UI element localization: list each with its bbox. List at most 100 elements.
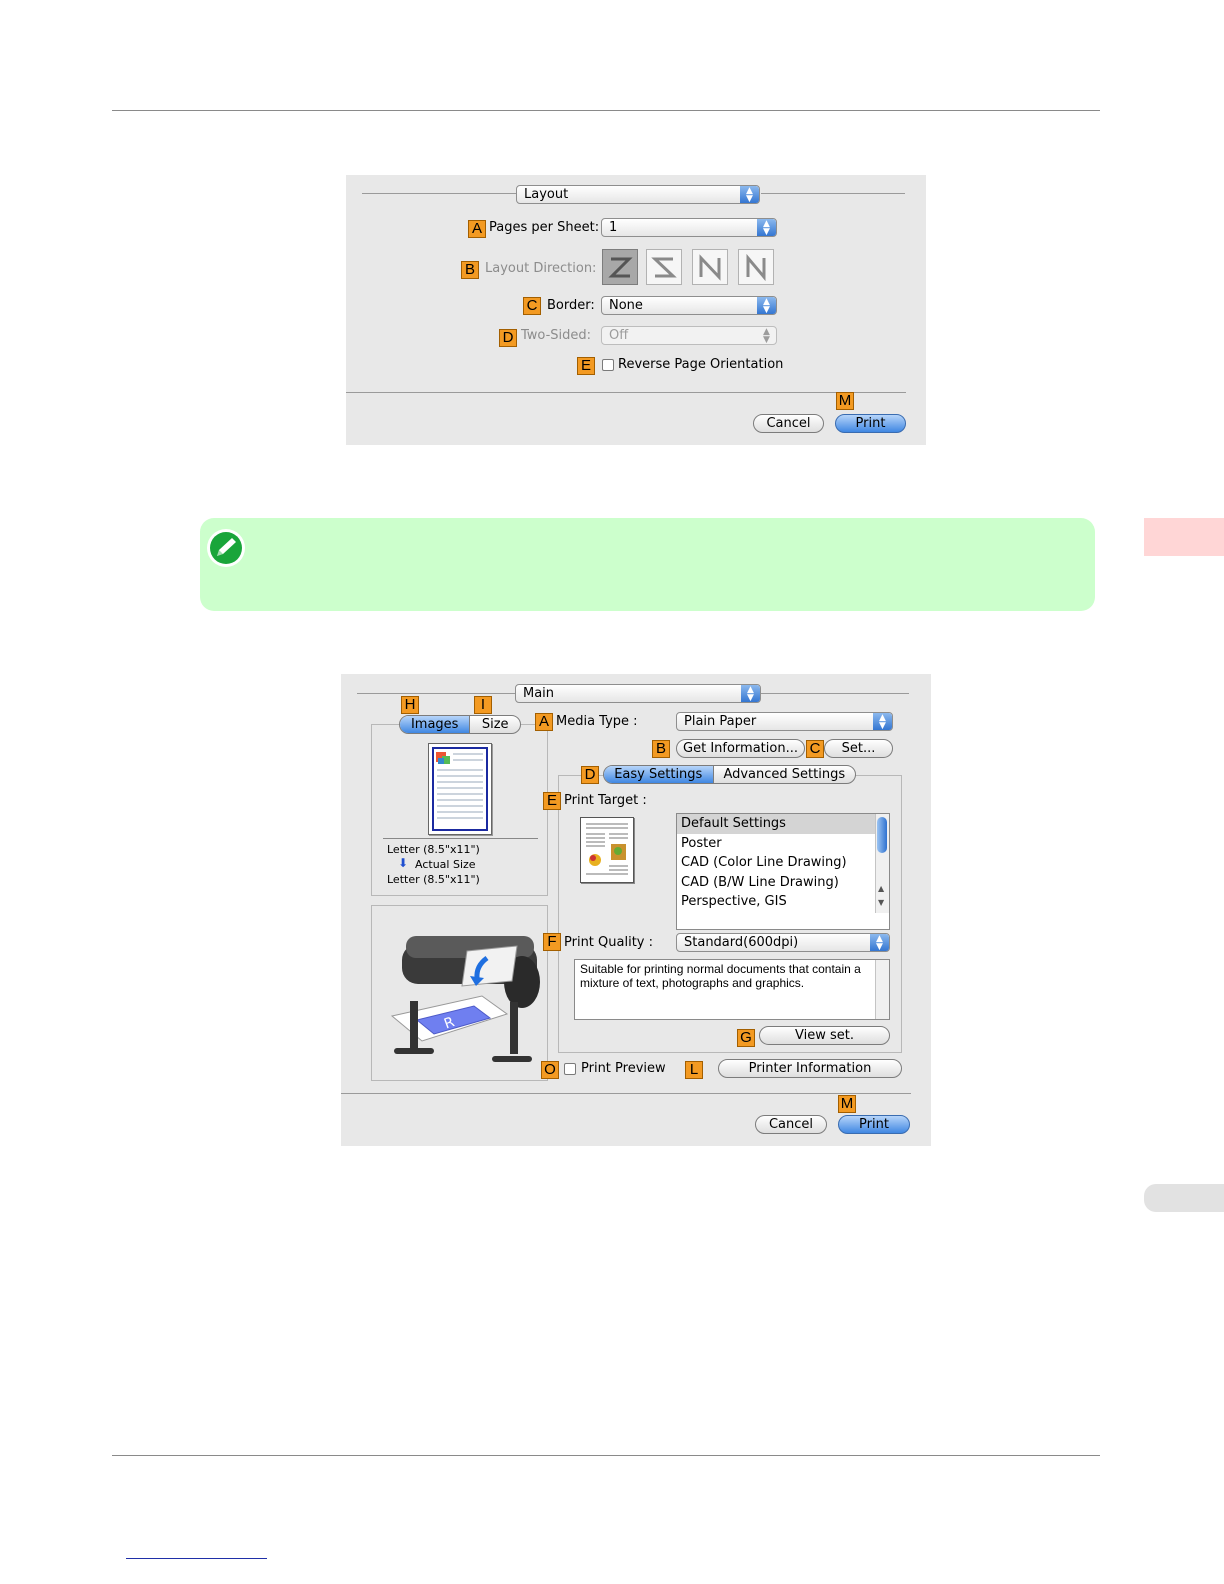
cancel-button[interactable]: Cancel xyxy=(755,1115,827,1134)
updown-arrow-icon: ▲▼ xyxy=(757,297,776,314)
pages-per-sheet-popup[interactable]: 1 ▲▼ xyxy=(601,218,777,237)
tab-easy-settings[interactable]: Easy Settings xyxy=(604,766,714,783)
tab-advanced-settings[interactable]: Advanced Settings xyxy=(723,767,846,782)
panel-menu-popup[interactable]: Main ▲▼ xyxy=(515,684,761,703)
footer-separator xyxy=(346,392,906,393)
list-item-perspective-gis[interactable]: Perspective, GIS xyxy=(681,894,787,909)
print-button[interactable]: Print xyxy=(838,1115,910,1134)
cancel-button[interactable]: Cancel xyxy=(753,414,824,433)
print-target-list: Default Settings Poster CAD (Color Line … xyxy=(676,813,890,930)
large-format-printer-icon: R xyxy=(390,936,540,1062)
updown-arrow-icon: ▲▼ xyxy=(741,685,760,702)
n-order-icon[interactable] xyxy=(692,249,728,285)
settings-tabs: Easy Settings Advanced Settings xyxy=(603,765,856,784)
media-type-value: Plain Paper xyxy=(684,714,757,729)
print-button[interactable]: Print xyxy=(835,414,906,433)
printer-information-button[interactable]: Printer Information xyxy=(718,1059,902,1078)
updown-arrow-icon: ▲▼ xyxy=(757,219,776,236)
tag-d: D xyxy=(581,766,599,784)
preview-tabs: Images Size xyxy=(399,715,521,734)
tag-i: I xyxy=(474,696,492,714)
arrow-down-icon: ⬇ xyxy=(398,856,409,870)
tag-e: E xyxy=(543,792,561,810)
footer-link-underline[interactable] xyxy=(126,1558,267,1559)
scroll-up-arrow-icon[interactable]: ▲ xyxy=(878,884,885,893)
two-sided-label: Two-Sided: xyxy=(521,328,592,343)
tag-a: A xyxy=(468,220,486,238)
original-size-text: Letter (8.5"x11") xyxy=(387,843,480,856)
printer-panel: R xyxy=(371,905,548,1081)
two-sided-value: Off xyxy=(609,328,629,343)
view-set-button[interactable]: View set. xyxy=(759,1026,890,1045)
pages-per-sheet-label: Pages per Sheet: xyxy=(489,220,600,235)
updown-arrow-icon: ▲▼ xyxy=(763,327,770,345)
reverse-n-order-icon[interactable] xyxy=(738,249,774,285)
tag-l: L xyxy=(685,1061,703,1079)
reverse-page-orientation-label: Reverse Page Orientation xyxy=(618,357,784,372)
preview-divider xyxy=(383,838,538,839)
print-preview-label: Print Preview xyxy=(581,1061,666,1076)
list-item-cad-bw[interactable]: CAD (B/W Line Drawing) xyxy=(681,874,839,890)
scroll-down-arrow-icon[interactable]: ▼ xyxy=(878,898,885,907)
list-item-cad-color[interactable]: CAD (Color Line Drawing) xyxy=(681,855,847,870)
actual-size-text: Actual Size xyxy=(415,858,476,871)
tag-c: C xyxy=(523,297,541,315)
pencil-note-icon xyxy=(206,528,246,568)
side-chapter-tab[interactable] xyxy=(1144,518,1224,556)
tag-h: H xyxy=(401,696,419,714)
tag-f: F xyxy=(543,933,561,951)
print-preview-checkbox[interactable] xyxy=(564,1063,576,1075)
tag-d: D xyxy=(499,329,517,347)
updown-arrow-icon: ▲▼ xyxy=(870,934,889,951)
tag-g: G xyxy=(737,1029,755,1047)
media-type-label: Media Type : xyxy=(556,714,638,729)
bottom-rule xyxy=(112,1455,1100,1456)
tag-c: C xyxy=(806,740,824,758)
side-index-tab[interactable] xyxy=(1144,1184,1224,1212)
tab-size[interactable]: Size xyxy=(481,717,509,732)
print-target-thumbnail-icon xyxy=(580,817,634,883)
tab-images[interactable]: Images xyxy=(400,716,471,733)
list-item-default-settings[interactable]: Default Settings xyxy=(677,814,889,834)
reverse-z-order-icon[interactable] xyxy=(646,249,682,285)
output-size-text: Letter (8.5"x11") xyxy=(387,873,480,886)
print-quality-label: Print Quality : xyxy=(564,935,654,950)
quality-description-box: Suitable for printing normal documents t… xyxy=(574,959,890,1020)
print-target-label: Print Target : xyxy=(564,793,647,808)
border-popup[interactable]: None ▲▼ xyxy=(601,296,777,315)
print-quality-popup[interactable]: Standard(600dpi) ▲▼ xyxy=(676,933,890,952)
scroll-thumb[interactable] xyxy=(877,817,887,853)
panel-menu-popup[interactable]: Layout ▲▼ xyxy=(516,185,760,204)
border-label: Border: xyxy=(547,298,595,313)
two-sided-popup[interactable]: Off ▲▼ xyxy=(601,326,777,345)
updown-arrow-icon: ▲▼ xyxy=(873,713,892,730)
tag-b: B xyxy=(461,261,479,279)
print-quality-value: Standard(600dpi) xyxy=(684,935,799,950)
menu-separator-left xyxy=(362,193,517,194)
layout-direction-label: Layout Direction: xyxy=(485,261,597,276)
tag-m: M xyxy=(836,392,854,410)
updown-arrow-icon: ▲▼ xyxy=(740,186,759,203)
panel-menu-value: Layout xyxy=(524,187,569,202)
list-item-poster[interactable]: Poster xyxy=(681,835,722,851)
menu-separator-right xyxy=(761,693,909,694)
tag-m: M xyxy=(838,1095,856,1113)
tag-o: O xyxy=(541,1061,559,1079)
description-scrollbar[interactable] xyxy=(875,960,889,1019)
set-button[interactable]: Set... xyxy=(824,739,893,758)
top-rule xyxy=(112,110,1100,111)
border-value: None xyxy=(609,298,643,313)
reverse-page-orientation-checkbox[interactable] xyxy=(602,359,614,371)
layout-dialog: Layout ▲▼ A Pages per Sheet: 1 ▲▼ B Layo… xyxy=(346,175,926,445)
z-order-icon[interactable] xyxy=(602,249,638,285)
footer-separator xyxy=(341,1093,911,1094)
get-information-button[interactable]: Get Information... xyxy=(676,739,805,758)
media-type-popup[interactable]: Plain Paper ▲▼ xyxy=(676,712,893,731)
page-preview-icon xyxy=(428,743,492,835)
panel-menu-value: Main xyxy=(523,686,555,701)
tag-e: E xyxy=(577,357,595,375)
print-target-scrollbar[interactable]: ▲ ▼ xyxy=(875,814,889,913)
pages-per-sheet-value: 1 xyxy=(609,220,618,235)
main-dialog: Main ▲▼ H I Images Size Letter (8.5"x11"… xyxy=(341,674,931,1146)
tag-b: B xyxy=(652,740,670,758)
